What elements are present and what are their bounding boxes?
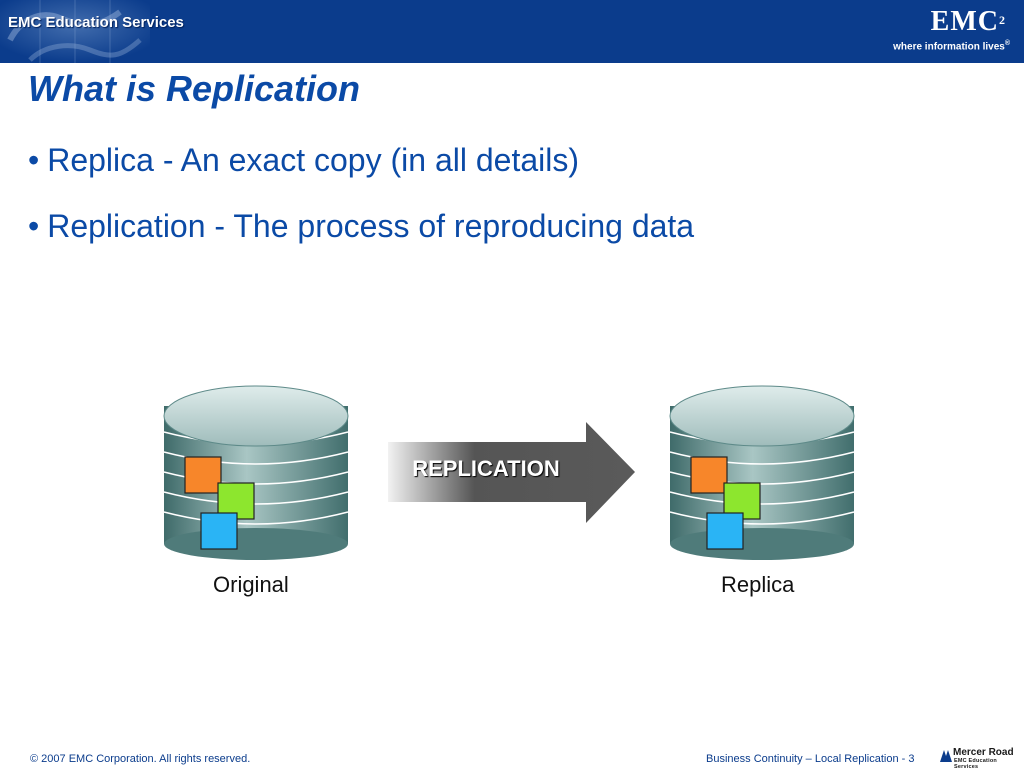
bullet-list: •Replica - An exact copy (in all details… <box>28 140 694 272</box>
mercer-road-mark-icon <box>940 750 952 762</box>
globe-icon <box>0 0 150 63</box>
mercer-road-text: Mercer Road <box>953 747 1014 758</box>
replication-arrow-icon <box>388 422 635 523</box>
header-banner: EMC Education Services EMC2 where inform… <box>0 0 1024 63</box>
footer-course-title: Business Continuity – Local Replication <box>706 753 899 765</box>
mercer-road-subtext: EMC Education Services <box>954 758 997 770</box>
bullet-text: Replica - An exact copy (in all details) <box>47 142 579 178</box>
footer-course: Business Continuity – Local Replication … <box>706 753 915 765</box>
brand-label: EMC Education Services <box>8 14 184 31</box>
slide-title: What is Replication <box>28 68 361 109</box>
replication-arrow-label: REPLICATION <box>412 456 560 481</box>
original-disk-icon <box>163 385 349 561</box>
replication-diagram <box>163 385 855 561</box>
footer-page-separator: - <box>901 753 906 765</box>
original-caption: Original <box>213 572 289 597</box>
bullet-item: •Replication - The process of reproducin… <box>28 206 694 246</box>
bullet-marker: • <box>28 208 40 244</box>
bullet-text: Replication - The process of reproducing… <box>47 208 695 244</box>
replica-caption: Replica <box>721 572 795 597</box>
footer-page-number: 3 <box>908 753 915 765</box>
bullet-marker: • <box>28 142 40 178</box>
footer-copyright: © 2007 EMC Corporation. All rights reser… <box>30 753 251 765</box>
logo-tagline: where information lives® <box>893 40 1010 53</box>
mercer-road-logo: Mercer Road EMC Education Services <box>940 747 1020 770</box>
logo-mark: EMC2 <box>930 6 1006 37</box>
replica-disk-icon <box>669 385 855 561</box>
emc-logo: EMC2 where information lives® <box>880 6 1010 56</box>
bullet-item: •Replica - An exact copy (in all details… <box>28 140 694 180</box>
